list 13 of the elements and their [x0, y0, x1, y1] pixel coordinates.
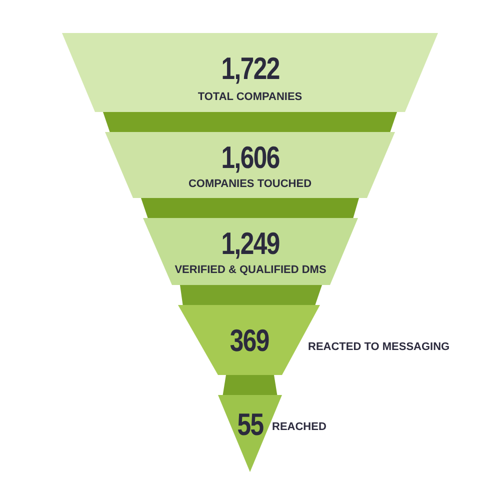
count-value: 369	[230, 323, 268, 359]
count-value: 55	[237, 407, 263, 443]
stage-label: REACHED	[272, 421, 326, 433]
stage-label: TOTAL COMPANIES	[198, 91, 302, 103]
count-value: 1,606	[220, 140, 280, 176]
count-value: 1,722	[220, 51, 280, 87]
stage-label: REACTED TO MESSAGING	[308, 341, 450, 353]
count-value: 1,249	[221, 226, 280, 262]
funnel-segment	[62, 33, 438, 112]
funnel-segment	[143, 218, 358, 285]
stage-label: VERIFIED & QUALIFIED DMS	[174, 264, 326, 276]
funnel-segment	[105, 132, 395, 198]
stage-label: COMPANIES TOUCHED	[188, 178, 312, 190]
